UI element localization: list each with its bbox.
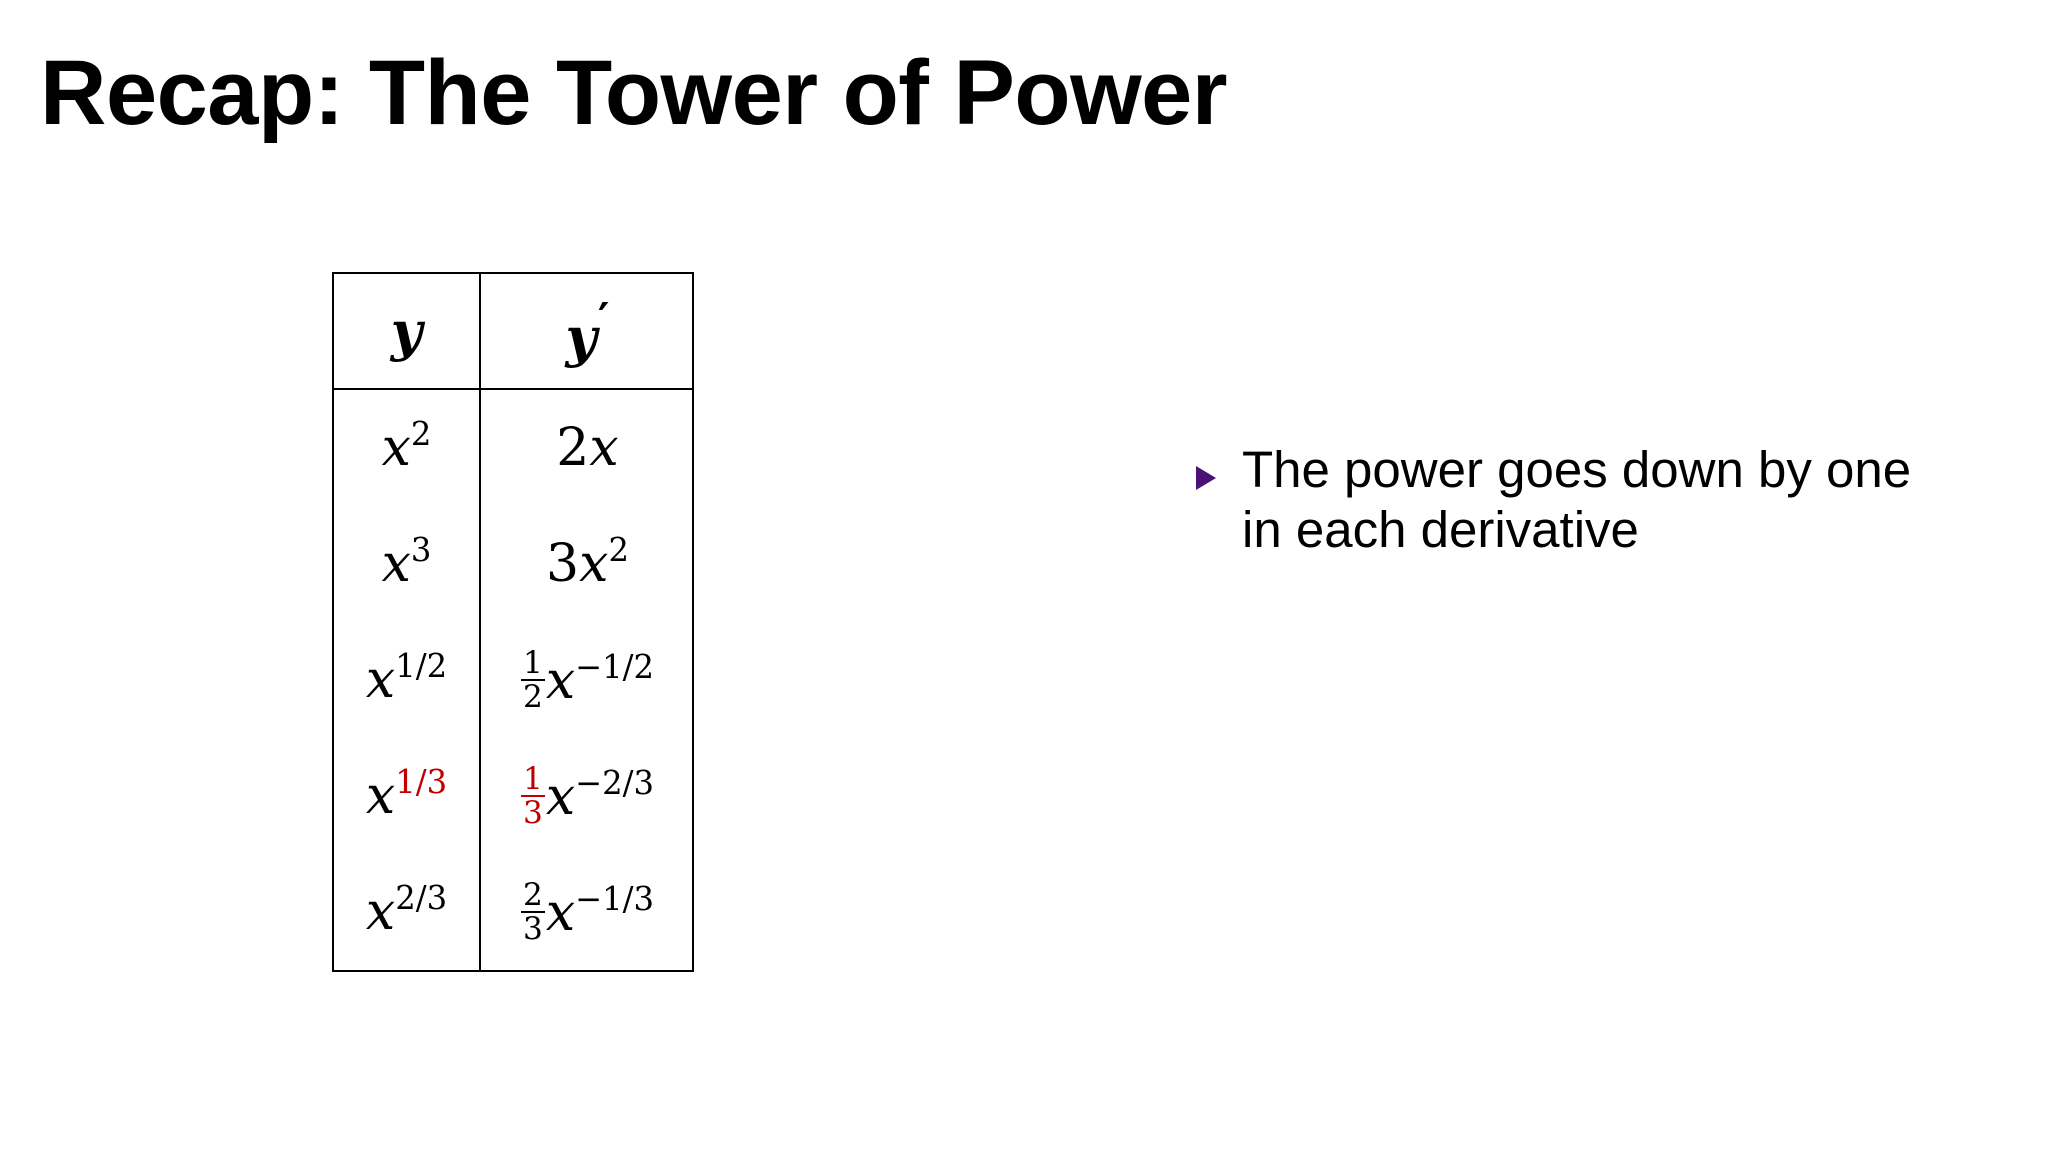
list-item: The power goes down by one in each deriv… — [1196, 440, 1916, 560]
header-label-y-prime: y′ — [565, 294, 610, 369]
exponent-one-third-red: 1/3 — [395, 763, 448, 802]
cell-y-prime-row-1: 2x — [480, 389, 694, 506]
column-header-y-prime: y′ — [480, 274, 694, 390]
derivative-table-grid: y y′ x2 2x x3 — [334, 274, 694, 970]
cell-y-row-2: x3 — [334, 506, 481, 622]
table-row: x2 2x — [334, 389, 694, 506]
table-body: x2 2x x3 3x2 x1/2 — [334, 389, 694, 970]
cell-y-row-3: x1/2 — [334, 622, 481, 738]
header-label-y: y — [390, 299, 423, 363]
page-title: Recap: The Tower of Power — [40, 42, 1228, 144]
expr-x-pow-one-half: x1/2 — [365, 647, 448, 710]
column-header-y: y — [334, 274, 481, 390]
cell-y-row-1: x2 — [334, 389, 481, 506]
triangle-bullet-icon — [1196, 466, 1216, 490]
bullet-item-text: The power goes down by one in each deriv… — [1242, 441, 1912, 559]
expr-x-squared: x2 — [381, 415, 432, 478]
expr-2x: 2x — [556, 418, 619, 478]
cell-y-row-4: x1/3 — [334, 738, 481, 854]
expr-x-pow-one-third: x1/3 — [365, 763, 448, 826]
table-row: x3 3x2 — [334, 506, 694, 622]
cell-y-row-5: x2/3 — [334, 854, 481, 970]
bullet-list: The power goes down by one in each deriv… — [1196, 440, 1916, 560]
derivative-table: y y′ x2 2x x3 — [332, 272, 694, 972]
table-header: y y′ — [334, 274, 694, 390]
cell-y-prime-row-2: 3x2 — [480, 506, 694, 622]
table-header-row: y y′ — [334, 274, 694, 390]
expr-x-cubed: x3 — [381, 531, 432, 594]
expr-3x-squared: 3x2 — [546, 531, 629, 594]
expr-x-pow-two-thirds: x2/3 — [365, 879, 448, 942]
